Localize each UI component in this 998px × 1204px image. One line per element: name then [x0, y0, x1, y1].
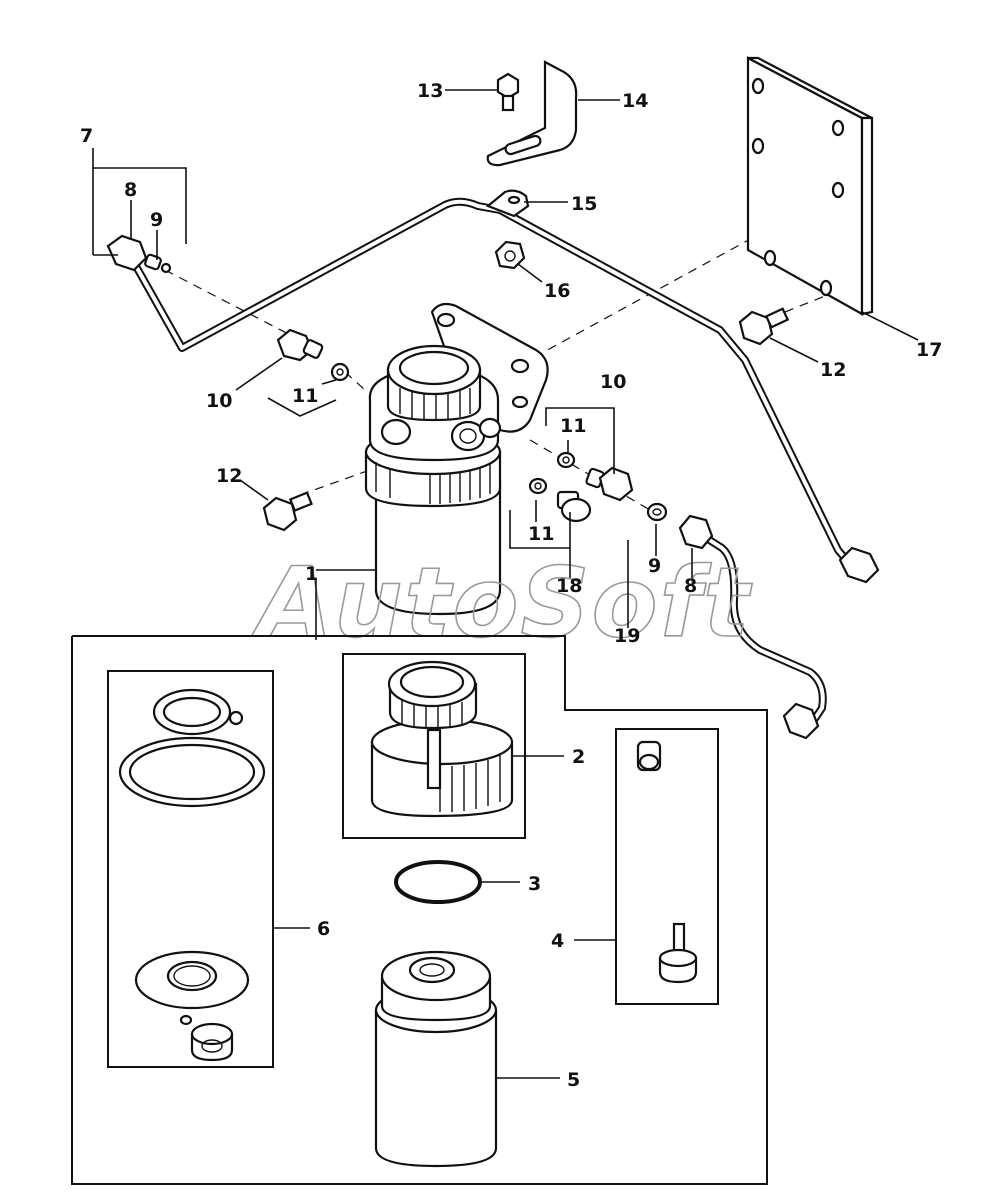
filter-assembly [364, 302, 549, 616]
o-ring [394, 860, 482, 904]
bowl-assembly-cap-ribs [401, 700, 463, 728]
callout-5: 5 [567, 1069, 580, 1091]
bracket [486, 60, 578, 167]
callout-8-left: 8 [124, 179, 137, 201]
bolt-12-right [738, 307, 790, 346]
seal-kit [118, 688, 266, 1062]
bowl-assembly-ribs [439, 755, 501, 812]
connector-10-right [585, 466, 634, 502]
callout-15: 15 [571, 193, 597, 215]
callout-6: 6 [317, 918, 330, 940]
bolt-12-left [262, 491, 313, 532]
callout-11-left: 11 [292, 385, 318, 407]
callout-1: 1 [305, 563, 318, 585]
callout-13: 13 [417, 80, 443, 102]
cap-ribs [399, 388, 471, 420]
service-kit-outline [71, 635, 768, 1185]
callout-3: 3 [528, 873, 541, 895]
connector-10-left [276, 328, 350, 382]
bowl-ring-ribs [375, 462, 491, 504]
callout-10-right: 10 [600, 371, 626, 393]
callout-12-left: 12 [216, 465, 242, 487]
callouts: 7 8 9 13 14 15 16 17 12 10 11 12 10 11 1… [80, 80, 942, 1091]
filter-element [374, 950, 498, 1168]
drain-parts [636, 740, 698, 984]
callout-10-left: 10 [206, 390, 232, 412]
plug-18 [556, 490, 592, 523]
callout-16: 16 [544, 280, 570, 302]
bowl-assembly [370, 660, 514, 818]
callout-19: 19 [614, 625, 640, 647]
callout-4: 4 [551, 930, 564, 952]
callout-7: 7 [80, 125, 93, 147]
nut-16 [494, 240, 526, 270]
watermark: AutoSoft [251, 547, 752, 659]
washer-11-upper [556, 451, 576, 469]
mounting-plate [746, 56, 874, 316]
callout-14: 14 [622, 90, 648, 112]
callout-17: 17 [916, 339, 942, 361]
callout-8-right: 8 [684, 575, 697, 597]
callout-18: 18 [556, 575, 582, 597]
fuel-pipe-lower [678, 514, 827, 740]
callout-11-upper: 11 [560, 415, 586, 437]
washer-11-lower [528, 477, 548, 495]
leader-lines [92, 89, 919, 1079]
callout-12-right: 12 [820, 359, 846, 381]
callout-9-left: 9 [150, 209, 163, 231]
sleeve-9-right [646, 502, 668, 522]
bolt-13 [496, 72, 520, 112]
callout-11-lower: 11 [528, 523, 554, 545]
callout-9-right: 9 [648, 555, 661, 577]
callout-2: 2 [572, 746, 585, 768]
